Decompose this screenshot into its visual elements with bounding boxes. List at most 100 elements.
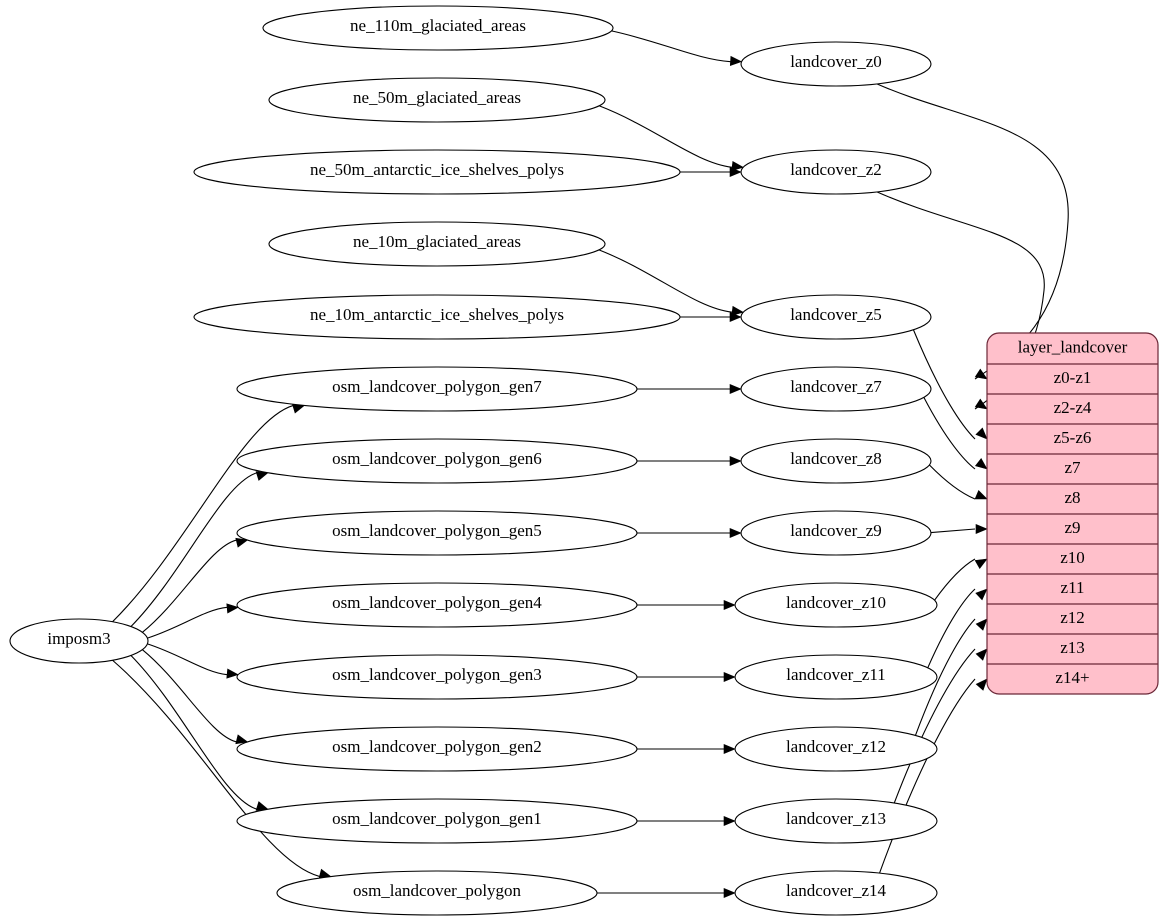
graph-node-ne_10m_antarctic_ice_shelves_polys[interactable]: ne_10m_antarctic_ice_shelves_polys — [193, 294, 681, 340]
edge-osm_landcover_polygon_gen6-to-landcover_z8[interactable] — [637, 455, 742, 467]
edge-osm_landcover_polygon_gen7-to-landcover_z7[interactable] — [637, 383, 742, 395]
table-row-z9[interactable]: z9 — [1064, 518, 1080, 537]
edge-osm_landcover_polygon_gen2-to-landcover_z12[interactable] — [636, 743, 736, 755]
edge-landcover_z9-to-table-row-5[interactable] — [930, 523, 988, 535]
graph-node-osm_landcover_polygon_gen1[interactable]: osm_landcover_polygon_gen1 — [236, 798, 638, 844]
graph-node-osm_landcover_polygon_gen7[interactable]: osm_landcover_polygon_gen7 — [236, 366, 638, 412]
node-label: landcover_z11 — [786, 665, 885, 684]
table-row-z13[interactable]: z13 — [1060, 638, 1085, 657]
edge-osm_landcover_polygon_gen3-to-landcover_z11[interactable] — [637, 671, 736, 683]
table-row-z8[interactable]: z8 — [1064, 488, 1080, 507]
graph-node-ne_50m_glaciated_areas[interactable]: ne_50m_glaciated_areas — [268, 77, 606, 123]
node-shape — [734, 798, 938, 844]
table-row-z5-z6[interactable]: z5-z6 — [1054, 428, 1092, 447]
table-row-label: z5-z6 — [1054, 428, 1092, 447]
edge-imposm3-to-osm_landcover_polygon_gen4[interactable] — [147, 603, 239, 639]
table-row-z0-z1[interactable]: z0-z1 — [1054, 368, 1092, 387]
graph-node-landcover_z2[interactable]: landcover_z2 — [740, 149, 932, 195]
edge-path — [912, 329, 976, 440]
node-label: osm_landcover_polygon_gen4 — [332, 593, 542, 612]
edge-osm_landcover_polygon_gen1-to-landcover_z13[interactable] — [637, 815, 736, 827]
graph-node-landcover_z5[interactable]: landcover_z5 — [740, 294, 932, 340]
edge-arrowhead — [729, 383, 742, 395]
edge-imposm3-to-osm_landcover_polygon_gen5[interactable] — [142, 537, 249, 633]
graph-node-landcover_z13[interactable]: landcover_z13 — [734, 798, 938, 844]
node-shape — [734, 582, 938, 628]
node-label: osm_landcover_polygon_gen6 — [332, 449, 542, 468]
edge-arrowhead — [729, 166, 742, 178]
edge-landcover_z8-to-table-row-4[interactable] — [929, 464, 988, 500]
edge-imposm3-to-osm_landcover_polygon_gen1[interactable] — [130, 655, 269, 811]
edge-landcover_z7-to-table-row-3[interactable] — [923, 397, 988, 470]
node-shape — [193, 294, 681, 340]
table-row-z7[interactable]: z7 — [1064, 458, 1081, 477]
edge-imposm3-to-osm_landcover_polygon_gen2[interactable] — [142, 649, 249, 745]
edge-arrowhead — [723, 671, 736, 683]
edge-landcover_z13-to-table-row-9[interactable] — [893, 648, 988, 804]
graph-node-osm_landcover_polygon_gen3[interactable]: osm_landcover_polygon_gen3 — [236, 654, 638, 700]
node-label: osm_landcover_polygon_gen7 — [332, 377, 542, 396]
edge-imposm3-to-osm_landcover_polygon_gen7[interactable] — [112, 403, 306, 623]
edge-arrowhead — [974, 368, 988, 380]
node-label: landcover_z10 — [786, 593, 886, 612]
table-row-label: z11 — [1061, 578, 1085, 597]
table-row-z14+[interactable]: z14+ — [1055, 668, 1089, 687]
graph-node-landcover_z11[interactable]: landcover_z11 — [734, 654, 938, 700]
graph-node-landcover_z14[interactable]: landcover_z14 — [734, 870, 938, 916]
layer-landcover-table: layer_landcoverz0-z1z2-z4z5-z6z7z8z9z10z… — [986, 332, 1159, 695]
node-label: osm_landcover_polygon — [353, 881, 522, 900]
table-row-z10[interactable]: z10 — [1060, 548, 1085, 567]
graph-node-osm_landcover_polygon_gen2[interactable]: osm_landcover_polygon_gen2 — [236, 726, 638, 772]
edge-arrowhead — [235, 734, 249, 745]
edge-landcover_z14-to-table-row-10[interactable] — [878, 678, 988, 874]
node-label: ne_50m_glaciated_areas — [353, 88, 521, 107]
edge-landcover_z5-to-table-row-2[interactable] — [912, 329, 988, 440]
graph-node-landcover_z0[interactable]: landcover_z0 — [740, 41, 932, 87]
graph-node-landcover_z8[interactable]: landcover_z8 — [740, 438, 932, 484]
node-shape — [236, 366, 638, 412]
node-shape — [268, 221, 606, 267]
edge-arrowhead — [235, 537, 249, 548]
graph-node-ne_10m_glaciated_areas[interactable]: ne_10m_glaciated_areas — [268, 221, 606, 267]
table-row-z12[interactable]: z12 — [1060, 608, 1085, 627]
graph-node-osm_landcover_polygon_gen4[interactable]: osm_landcover_polygon_gen4 — [236, 582, 638, 628]
edge-osm_landcover_polygon-to-landcover_z14[interactable] — [596, 887, 736, 899]
graph-node-landcover_z9[interactable]: landcover_z9 — [740, 510, 932, 556]
graph-node-landcover_z7[interactable]: landcover_z7 — [740, 366, 932, 412]
table-row-z11[interactable]: z11 — [1061, 578, 1085, 597]
graph-node-osm_landcover_polygon_gen5[interactable]: osm_landcover_polygon_gen5 — [236, 510, 638, 556]
edge-landcover_z12-to-table-row-8[interactable] — [914, 618, 988, 736]
edge-ne_10m_glaciated_areas-to-landcover_z5[interactable] — [598, 249, 745, 316]
edge-landcover_z11-to-table-row-7[interactable] — [927, 588, 988, 669]
node-shape — [268, 77, 606, 123]
edge-path — [878, 678, 976, 874]
edge-ne_50m_glaciated_areas-to-landcover_z2[interactable] — [598, 105, 744, 172]
node-label: landcover_z2 — [790, 160, 882, 179]
edge-arrowhead — [974, 458, 988, 470]
node-shape — [9, 618, 149, 664]
edge-ne_110m_glaciated_areas-to-landcover_z0[interactable] — [611, 30, 743, 66]
edge-osm_landcover_polygon_gen5-to-landcover_z9[interactable] — [637, 527, 742, 539]
edge-ne_10m_antarctic_ice_shelves_polys-to-landcover_z5[interactable] — [680, 311, 742, 323]
edge-arrowhead — [723, 887, 736, 899]
table-row-z2-z4[interactable]: z2-z4 — [1054, 398, 1092, 417]
edge-landcover_z10-to-table-row-6[interactable] — [934, 558, 988, 601]
graph-node-imposm3[interactable]: imposm3 — [9, 618, 149, 664]
edge-arrowhead — [226, 603, 239, 614]
edge-ne_50m_antarctic_ice_shelves_polys-to-landcover_z2[interactable] — [679, 166, 742, 178]
edge-arrowhead — [974, 558, 988, 569]
edge-imposm3-to-osm_landcover_polygon_gen3[interactable] — [147, 643, 239, 679]
edge-path — [929, 464, 976, 500]
graph-node-osm_landcover_polygon[interactable]: osm_landcover_polygon — [276, 870, 598, 916]
graph-node-landcover_z10[interactable]: landcover_z10 — [734, 582, 938, 628]
edge-arrowhead — [729, 311, 742, 323]
graph-node-ne_110m_glaciated_areas[interactable]: ne_110m_glaciated_areas — [262, 5, 614, 51]
node-label: landcover_z0 — [790, 52, 882, 71]
graph-node-landcover_z12[interactable]: landcover_z12 — [734, 726, 938, 772]
edge-osm_landcover_polygon_gen4-to-landcover_z10[interactable] — [637, 599, 736, 611]
graph-node-ne_50m_antarctic_ice_shelves_polys[interactable]: ne_50m_antarctic_ice_shelves_polys — [193, 149, 681, 195]
node-shape — [236, 510, 638, 556]
graph-node-osm_landcover_polygon_gen6[interactable]: osm_landcover_polygon_gen6 — [236, 438, 638, 484]
